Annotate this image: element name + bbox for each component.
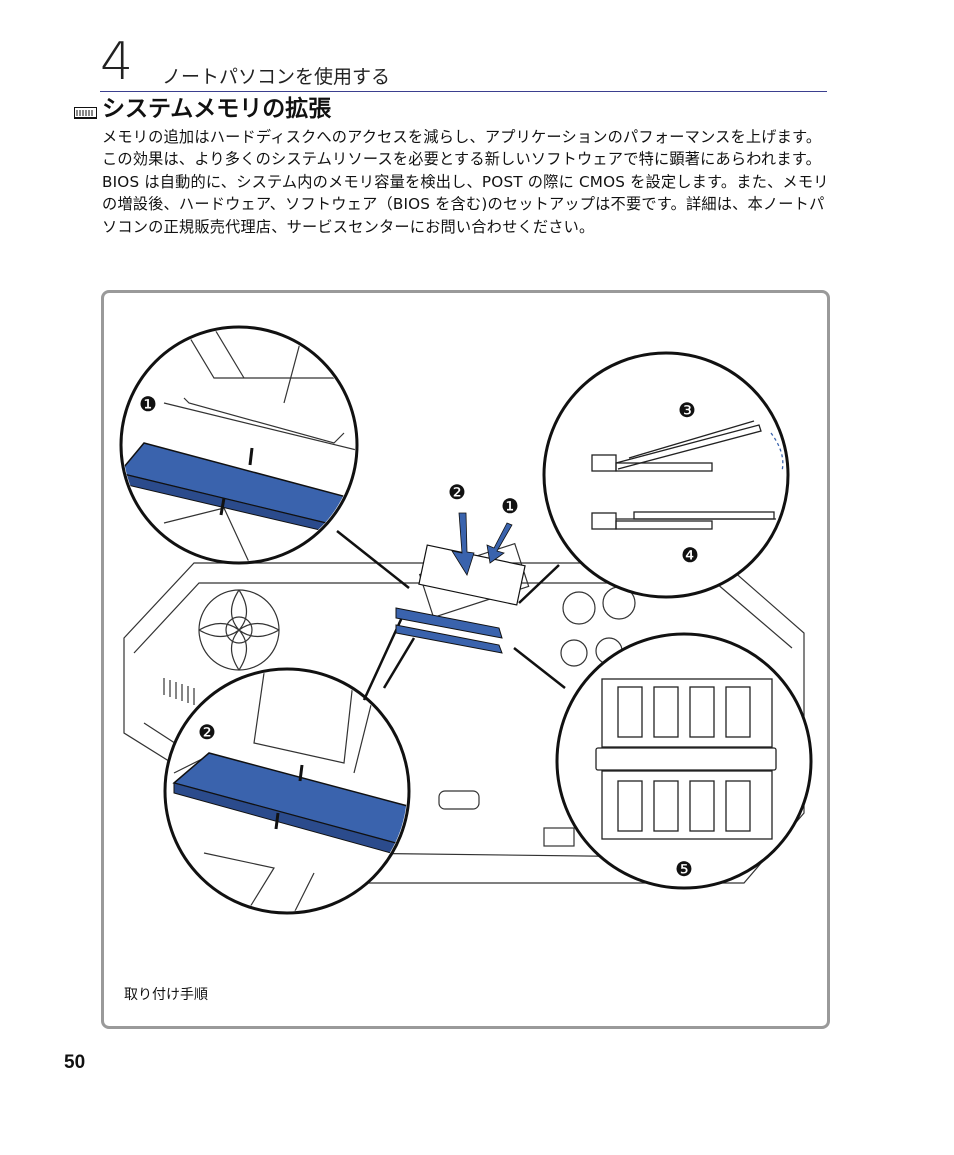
step-marker-4: ❹ bbox=[681, 543, 699, 567]
serial-port bbox=[439, 791, 479, 809]
memory-installation-illustration: ❶ ❷ ❶ ❷ ❸ ❹ ❺ bbox=[104, 293, 827, 1026]
zoom-circle-step5 bbox=[557, 634, 811, 888]
chapter-number: 4 bbox=[100, 36, 133, 88]
step-marker-5: ❺ bbox=[675, 857, 693, 881]
step-marker-2b: ❷ bbox=[198, 720, 216, 744]
section-title: システムメモリの拡張 bbox=[102, 94, 331, 124]
zoom-circle-step2 bbox=[165, 669, 434, 933]
chapter-title: ノートパソコンを使用する bbox=[162, 66, 390, 88]
memory-module-icon bbox=[74, 107, 97, 119]
side-vents bbox=[164, 678, 194, 705]
step-marker-2: ❷ bbox=[448, 480, 466, 504]
step-marker-1b: ❶ bbox=[501, 494, 519, 518]
figure-caption: 取り付け手順 bbox=[124, 986, 208, 1004]
lan-port bbox=[544, 828, 574, 846]
page-number: 50 bbox=[64, 1052, 85, 1074]
step-marker-3: ❸ bbox=[678, 398, 696, 422]
chapter-divider bbox=[100, 91, 827, 92]
section-body-text: メモリの追加はハードディスクへのアクセスを減らし、アプリケーションのパフォーマン… bbox=[102, 126, 830, 238]
zoom-circle-step3-4 bbox=[544, 353, 788, 597]
step-marker-1: ❶ bbox=[139, 392, 157, 416]
insert-arrow-angle bbox=[487, 523, 512, 563]
installation-figure: ❶ ❷ ❶ ❷ ❸ ❹ ❺ 取り付け手順 bbox=[101, 290, 830, 1029]
